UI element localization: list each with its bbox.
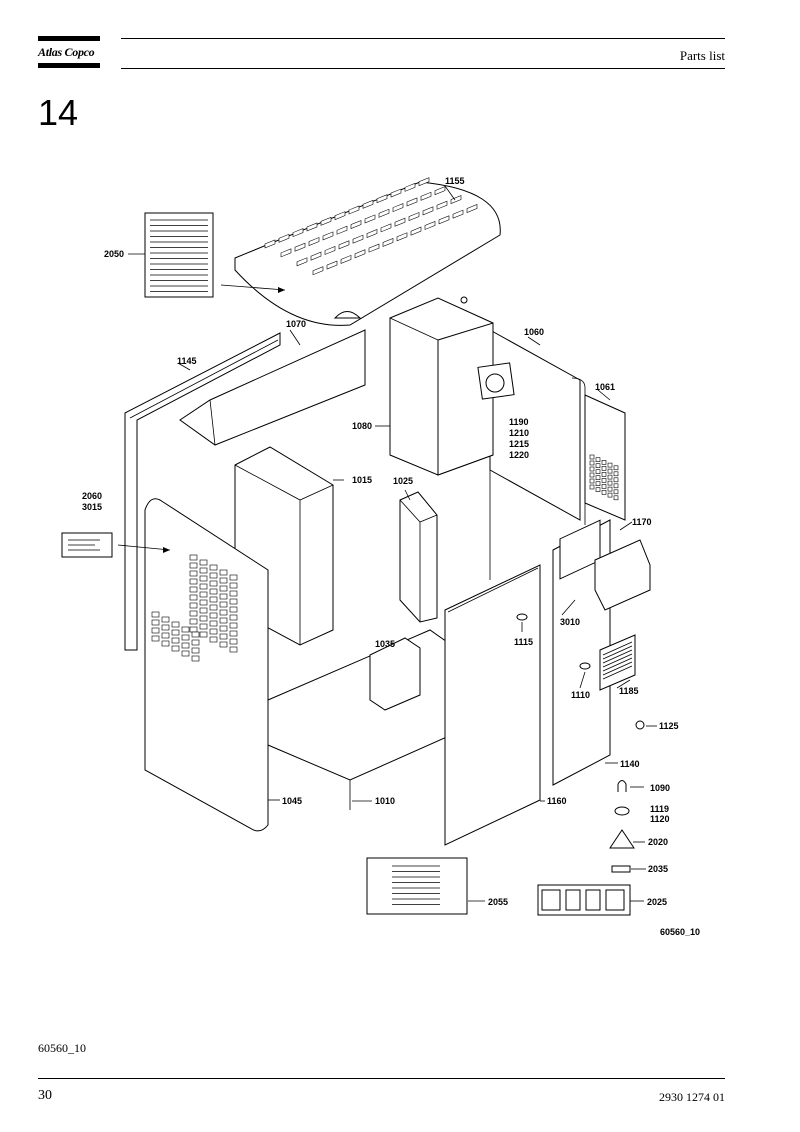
chapter-number: 14 [38, 92, 79, 133]
callout-1215: 1215 [509, 439, 529, 449]
callout-1045: 1045 [282, 796, 302, 806]
callout-1210: 1210 [509, 428, 529, 438]
channel-1070 [179, 329, 366, 446]
callout-1090: 1090 [650, 783, 670, 793]
bracket-1035 [369, 637, 421, 711]
logo-text: Atlas Copco [38, 45, 95, 59]
callout-1125: 1125 [659, 721, 679, 731]
callout-2055: 2055 [488, 897, 508, 907]
logo-bar-top [38, 36, 100, 41]
figure-reference: 60560_10 [38, 1041, 86, 1055]
nameplate-2060 [61, 532, 171, 558]
leader-lines [128, 185, 657, 902]
callout-2020: 2020 [648, 837, 668, 847]
callout-1170: 1170 [632, 517, 652, 527]
decal-2050 [144, 212, 286, 298]
callout-1160: 1160 [547, 796, 567, 806]
callout-1061: 1061 [595, 382, 615, 392]
callout-2035: 2035 [648, 864, 668, 874]
callout-1119: 1119 [650, 804, 669, 814]
callout-1110: 1110 [571, 690, 590, 700]
callout-1035: 1035 [375, 639, 395, 649]
callout-1010: 1010 [375, 796, 395, 806]
header-rule-bottom [121, 68, 725, 69]
callout-2050: 2050 [104, 249, 124, 259]
callout-2060: 2060 [82, 491, 102, 501]
callout-1120: 1120 [650, 814, 670, 824]
document-number: 2930 1274 01 [659, 1090, 725, 1104]
callout-2025: 2025 [647, 897, 667, 907]
front-left-panel [144, 498, 269, 832]
section-title: Parts list [679, 48, 725, 63]
callout-1145: 1145 [177, 356, 197, 366]
left-side-panel [124, 332, 281, 651]
electrical-box [389, 296, 515, 476]
top-cover-part [234, 177, 501, 326]
callout-1060: 1060 [524, 327, 544, 337]
callout-1185: 1185 [619, 686, 639, 696]
header-rule-top [121, 38, 725, 39]
page-number: 30 [38, 1088, 52, 1103]
decal-2055 [366, 857, 468, 915]
callout-1220: 1220 [509, 450, 529, 460]
display-module [594, 539, 651, 611]
callout-1070: 1070 [286, 319, 306, 329]
callout-1115: 1115 [514, 637, 533, 647]
callout-1190: 1190 [509, 417, 529, 427]
callout-1140: 1140 [620, 759, 640, 769]
drawing-id: 60560_10 [660, 927, 700, 937]
duct-1025 [399, 491, 438, 623]
callout-1080: 1080 [352, 421, 372, 431]
callout-3010: 3010 [560, 617, 580, 627]
callout-1015: 1015 [352, 475, 372, 485]
callout-3015: 3015 [82, 502, 102, 512]
front-right-door [444, 564, 541, 846]
decal-2025 [537, 884, 631, 916]
rear-panel-1061 [584, 394, 626, 521]
vent-grille [599, 634, 636, 691]
logo-bar-bottom [38, 63, 100, 68]
footer-rule [38, 1078, 725, 1079]
callout-1155: 1155 [445, 176, 465, 186]
atlas-copco-logo: Atlas Copco [38, 36, 100, 68]
small-parts [516, 613, 645, 873]
callout-1025: 1025 [393, 476, 413, 486]
callout-labels: 1155 2050 1070 1145 1060 1061 1080 1190 … [82, 176, 700, 937]
